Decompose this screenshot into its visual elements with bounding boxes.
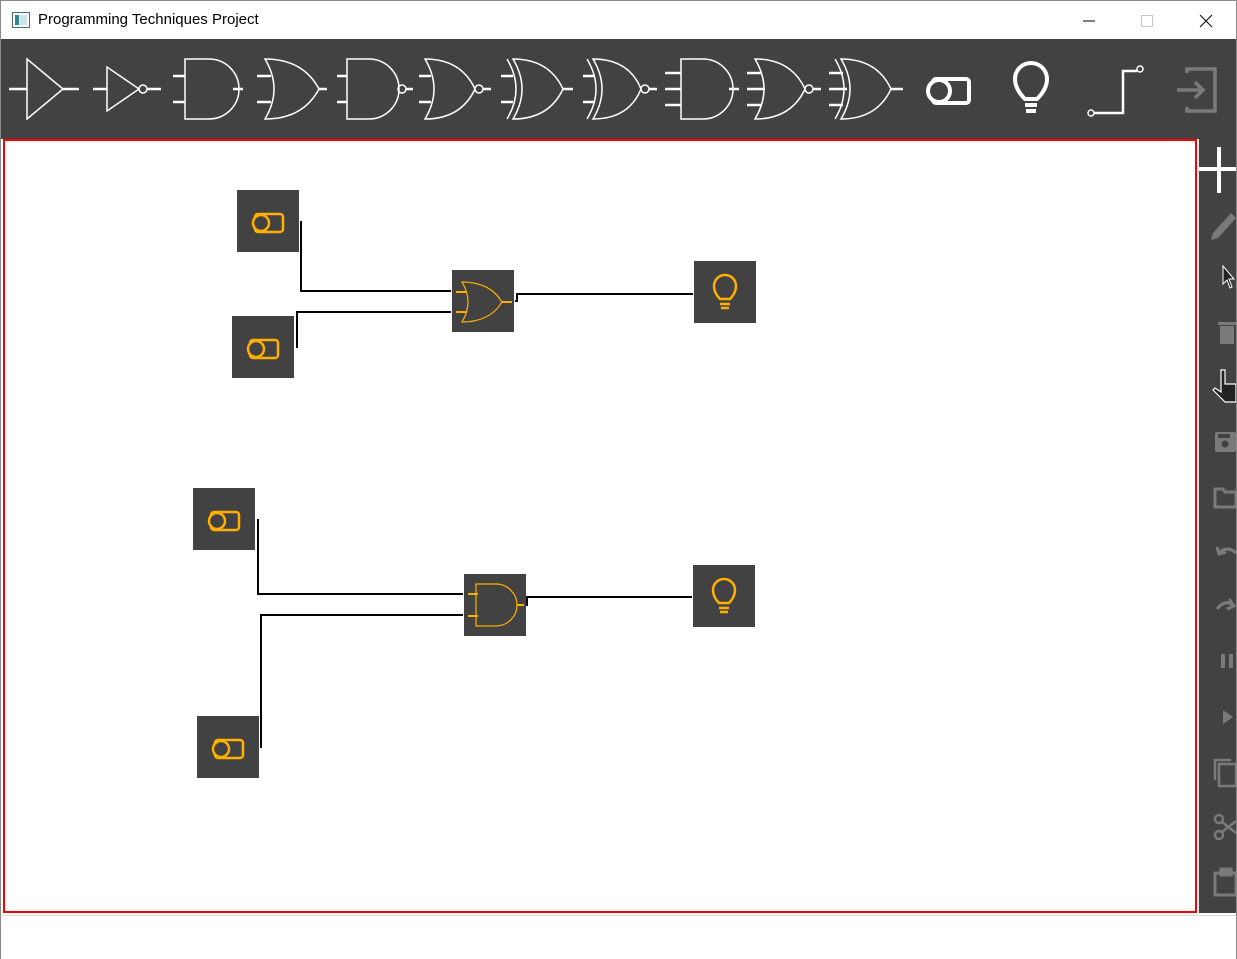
- toolbar-nor-button[interactable]: [417, 49, 497, 129]
- toolbar-nand-button[interactable]: [335, 49, 415, 129]
- cursor-icon: [1222, 264, 1236, 289]
- sidebar-pause-button[interactable]: [1199, 636, 1236, 686]
- led-component[interactable]: [693, 565, 755, 627]
- led-icon: [1012, 61, 1050, 113]
- maximize-icon: [1141, 15, 1153, 27]
- switch-icon: [926, 77, 971, 105]
- sidebar-save-button[interactable]: [1199, 416, 1236, 466]
- folder-icon: [1213, 487, 1236, 509]
- nor3-gate-icon: [747, 58, 821, 120]
- status-bar: [1, 915, 1236, 959]
- sidebar-redo-button[interactable]: [1199, 581, 1236, 631]
- toolbar-and3-button[interactable]: [663, 49, 743, 129]
- toolbar-buffer-button[interactable]: [7, 49, 87, 129]
- drawing-area[interactable]: [3, 139, 1197, 913]
- app-icon: [12, 12, 30, 33]
- close-button[interactable]: [1177, 1, 1235, 39]
- xor3-gate-icon: [829, 58, 903, 120]
- toolbar-xor-button[interactable]: [499, 49, 579, 129]
- add-icon: [1199, 147, 1236, 193]
- sidebar-undo-button[interactable]: [1199, 527, 1236, 577]
- and-gate-icon: [173, 58, 243, 120]
- clipboard-icon: [1213, 867, 1236, 897]
- redo-icon: [1215, 598, 1236, 611]
- led-icon: [711, 577, 737, 614]
- sidebar-add-button[interactable]: [1199, 143, 1236, 193]
- toolbar-and-button[interactable]: [171, 49, 251, 129]
- switch-component[interactable]: [197, 716, 259, 778]
- buffer-gate-icon: [9, 57, 79, 121]
- sidebar-copy-button[interactable]: [1199, 746, 1236, 796]
- toolbar-led-button[interactable]: [991, 49, 1071, 129]
- toolbar-switch-button[interactable]: [909, 49, 989, 129]
- toolbar-xnor-button[interactable]: [581, 49, 661, 129]
- nor-gate-icon: [419, 58, 491, 120]
- window-title: Programming Techniques Project: [38, 11, 259, 28]
- toolbar-connection-button[interactable]: [1077, 49, 1157, 129]
- copy-icon: [1213, 758, 1236, 788]
- switch-icon: [211, 738, 245, 760]
- wire-3: [515, 293, 693, 302]
- not-gate-icon: [93, 65, 161, 113]
- and-gate-component[interactable]: [464, 574, 526, 636]
- wire-5: [260, 614, 463, 748]
- toolbar-xor3-button[interactable]: [827, 49, 907, 129]
- wire-1: [300, 221, 451, 292]
- close-icon: [1199, 14, 1213, 28]
- switch-component[interactable]: [232, 316, 294, 378]
- toolbar-or-button[interactable]: [253, 49, 333, 129]
- undo-icon: [1215, 546, 1236, 556]
- hand-icon: [1212, 369, 1236, 403]
- wire-6: [525, 596, 692, 606]
- sidebar-load-button[interactable]: [1199, 471, 1236, 521]
- edit-icon: [1211, 213, 1236, 240]
- led-component[interactable]: [694, 261, 756, 323]
- xnor-gate-icon: [583, 58, 657, 120]
- switch-component[interactable]: [237, 190, 299, 252]
- play-icon: [1223, 710, 1233, 724]
- or-gate-icon: [257, 58, 327, 120]
- title-bar: Programming Techniques Project: [1, 1, 1236, 39]
- toolbar-nor3-button[interactable]: [745, 49, 825, 129]
- sidebar-delete-button[interactable]: [1199, 306, 1236, 356]
- component-toolbar: [1, 39, 1236, 139]
- sidebar-play-button[interactable]: [1199, 692, 1236, 742]
- maximize-button[interactable]: [1118, 1, 1176, 39]
- save-icon: [1215, 432, 1236, 452]
- sidebar-select-button[interactable]: [1199, 252, 1236, 302]
- wire-2: [296, 311, 451, 348]
- sidebar-cut-button[interactable]: [1199, 801, 1236, 851]
- toolbar-not-button[interactable]: [89, 49, 169, 129]
- nand-gate-icon: [337, 58, 413, 120]
- wire-4: [257, 519, 463, 595]
- action-sidebar: [1199, 139, 1236, 913]
- switch-icon: [207, 510, 241, 532]
- toolbar-exit-button[interactable]: [1157, 49, 1237, 129]
- or-gate-component[interactable]: [452, 270, 514, 332]
- sidebar-edit-button[interactable]: [1199, 197, 1236, 247]
- switch-component[interactable]: [193, 488, 255, 550]
- xor-gate-icon: [501, 58, 573, 120]
- and-gate-icon: [468, 583, 524, 627]
- minimize-icon: [1083, 20, 1095, 22]
- wires-layer: [257, 221, 693, 748]
- sidebar-paste-button[interactable]: [1199, 855, 1236, 905]
- or-gate-icon: [456, 281, 512, 323]
- scissors-icon: [1213, 813, 1236, 841]
- sidebar-move-button[interactable]: [1199, 360, 1236, 410]
- pause-icon: [1221, 654, 1233, 668]
- switch-icon: [251, 212, 285, 234]
- and3-gate-icon: [665, 58, 739, 120]
- exit-icon: [1177, 67, 1217, 113]
- wire-icon: [1087, 65, 1144, 117]
- minimize-button[interactable]: [1060, 1, 1118, 39]
- trash-icon: [1218, 322, 1236, 344]
- led-icon: [712, 273, 738, 310]
- switch-icon: [246, 338, 280, 360]
